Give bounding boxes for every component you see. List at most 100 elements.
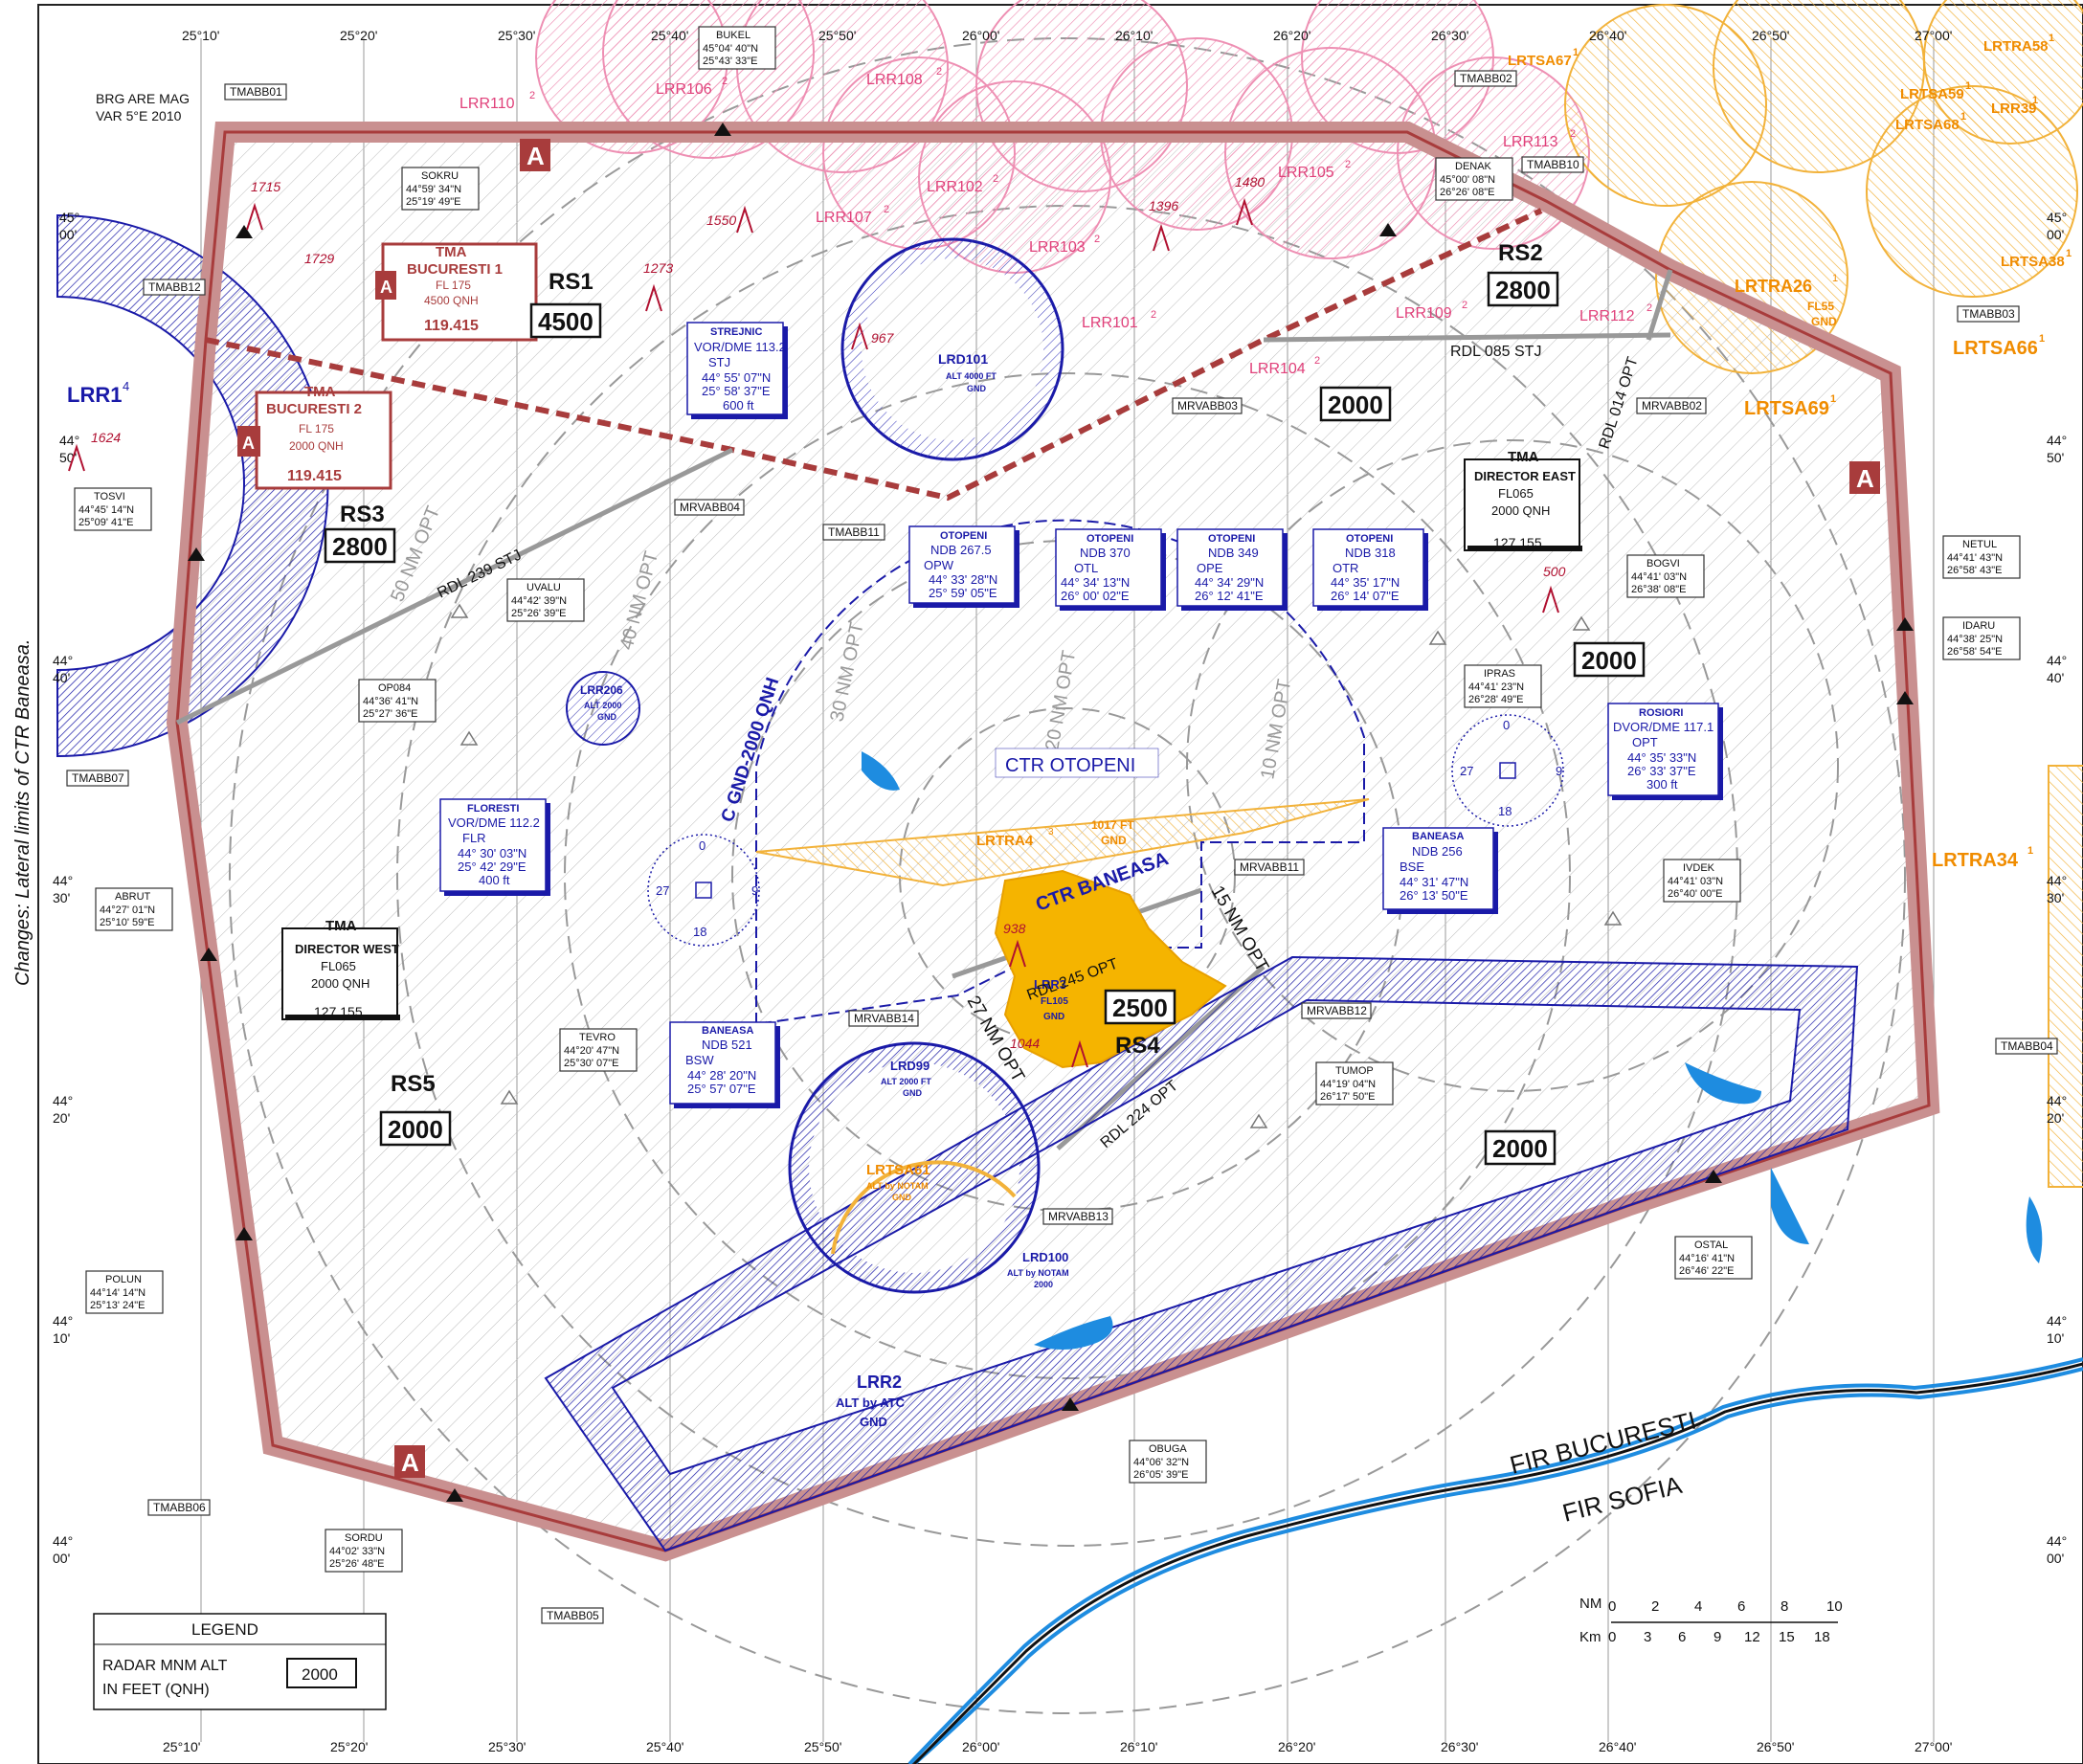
svg-text:RS4: RS4 [1115,1033,1160,1059]
lrtra26-lower: GND [1811,315,1837,328]
obstacle-10: 1044 [1010,1036,1040,1051]
svg-text:NM: NM [1579,1596,1601,1612]
svg-text:DENAK: DENAK [1455,161,1492,172]
lakes [862,751,2043,1350]
svg-text:BANEASA: BANEASA [702,1025,753,1037]
svg-text:25°27' 36"E: 25°27' 36"E [363,708,418,720]
svg-text:30': 30' [53,890,70,905]
svg-text:45°00' 08"N: 45°00' 08"N [1440,174,1495,186]
svg-text:25°10': 25°10' [182,28,219,43]
svg-text:VOR/DME 112.2: VOR/DME 112.2 [448,815,540,830]
fir-sofia-label: FIR SOFIA [1559,1470,1685,1528]
svg-text:25°26' 48"E: 25°26' 48"E [329,1558,385,1570]
svg-text:2: 2 [884,204,889,215]
svg-text:25°30': 25°30' [488,1739,526,1754]
svg-text:2800: 2800 [332,532,388,561]
svg-text:6: 6 [1737,1598,1745,1615]
svg-text:25°10' 59"E: 25°10' 59"E [100,917,155,928]
svg-text:44°: 44° [53,873,73,888]
compass2-s: 18 [1498,804,1512,818]
svg-text:NDB 256: NDB 256 [1412,844,1463,859]
svg-text:30': 30' [2047,890,2064,905]
navaid-rosiori: ROSIORI DVOR/DME 117.1 OPT 44° 35' 33"N … [1607,703,1723,800]
svg-text:A: A [401,1448,419,1477]
pink-label-10: LRR104 [1249,361,1306,377]
svg-text:STREJNIC: STREJNIC [710,326,762,338]
lrtsa61-lower: GND [892,1193,912,1202]
orange-label-1: LRTRA58 [1983,38,2049,55]
svg-text:44°: 44° [2047,1313,2067,1329]
svg-text:BANEASA: BANEASA [1412,831,1464,842]
svg-text:4500: 4500 [538,307,594,336]
svg-text:TMABB04: TMABB04 [2001,1039,2053,1053]
svg-text:2: 2 [1646,302,1652,314]
svg-text:A: A [242,434,255,453]
ctr-otopeni-boundary [755,519,1365,1026]
svg-text:2000: 2000 [1328,391,1383,419]
navaid-otopeni-ope: OTOPENI NDB 349 OPE 44° 34' 29"N 26° 12'… [1176,528,1288,611]
svg-text:OTR: OTR [1333,561,1358,575]
obstacle-4: 1550 [706,212,736,228]
svg-text:26°20': 26°20' [1273,28,1310,43]
svg-text:00': 00' [59,227,77,242]
svg-text:TMABB07: TMABB07 [72,771,124,785]
svg-text:26°40' 00"E: 26°40' 00"E [1668,888,1723,900]
svg-text:3: 3 [1644,1629,1651,1645]
obstacle-5: 967 [871,330,895,346]
svg-text:44° 28' 20"N: 44° 28' 20"N [687,1068,756,1083]
pink-label-3: LRR102 [927,179,983,195]
svg-text:26° 33' 37"E: 26° 33' 37"E [1627,764,1696,778]
svg-text:A: A [526,142,545,170]
legend-sample: 2000 [302,1665,338,1684]
orange-label-0: LRTSA67 [1508,53,1572,69]
svg-text:40': 40' [53,670,70,685]
svg-text:BUKEL: BUKEL [716,30,750,41]
svg-text:RS1: RS1 [549,269,594,295]
svg-text:OSTAL: OSTAL [1694,1239,1728,1251]
lrr206-lower: GND [597,712,617,722]
svg-text:27°00': 27°00' [1915,28,1952,43]
svg-text:OTL: OTL [1074,561,1098,575]
bearing-note-1: BRG ARE MAG [96,91,190,106]
svg-text:2000 QNH: 2000 QNH [311,976,370,991]
compass-s: 18 [693,925,706,939]
class-a-bottom: A [394,1445,425,1478]
svg-text:ABRUT: ABRUT [115,891,151,903]
svg-text:45°04' 40"N: 45°04' 40"N [703,43,758,55]
svg-text:25°13' 24"E: 25°13' 24"E [90,1300,146,1311]
svg-text:26°00': 26°00' [962,1739,999,1754]
svg-text:44°: 44° [2047,1533,2067,1549]
svg-text:300 ft: 300 ft [1646,777,1678,792]
pink-label-0: LRR110 [459,96,515,112]
svg-text:40': 40' [2047,670,2064,685]
svg-text:RS3: RS3 [340,502,385,527]
lrtra4-area [755,798,1370,887]
navaid-baneasa-bsw: BANEASA NDB 521 BSW 44° 28' 20"N 25° 57'… [669,1021,780,1108]
compass2-e: 9 [1556,764,1562,778]
svg-text:25°20': 25°20' [330,1739,368,1754]
lrtra26-sup: 1 [1832,273,1838,284]
svg-text:8: 8 [1781,1598,1788,1615]
svg-text:A: A [380,278,392,297]
svg-text:DIRECTOR WEST: DIRECTOR WEST [295,942,399,956]
lrtsa61-label: LRTSA61 [866,1162,930,1178]
svg-text:IDARU: IDARU [1962,620,1995,632]
svg-text:44°16' 41"N: 44°16' 41"N [1679,1253,1735,1264]
svg-text:FLORESTI: FLORESTI [467,803,519,815]
legend-line1: RADAR MNM ALT [102,1658,228,1674]
lrd100-upper: ALT by NOTAM [1007,1268,1069,1278]
svg-text:44° 30' 03"N: 44° 30' 03"N [458,846,526,860]
legend-line2: IN FEET (QNH) [102,1682,210,1698]
svg-text:25°40': 25°40' [651,28,688,43]
svg-text:MRVABB14: MRVABB14 [854,1012,914,1025]
svg-text:BSE: BSE [1400,860,1424,874]
legend-title: LEGEND [191,1620,258,1639]
lrr206-ring [566,671,640,746]
svg-text:1: 1 [2032,95,2038,106]
pink-label-11: LRR112 [1579,308,1635,324]
obstacle-8: 500 [1543,564,1566,579]
